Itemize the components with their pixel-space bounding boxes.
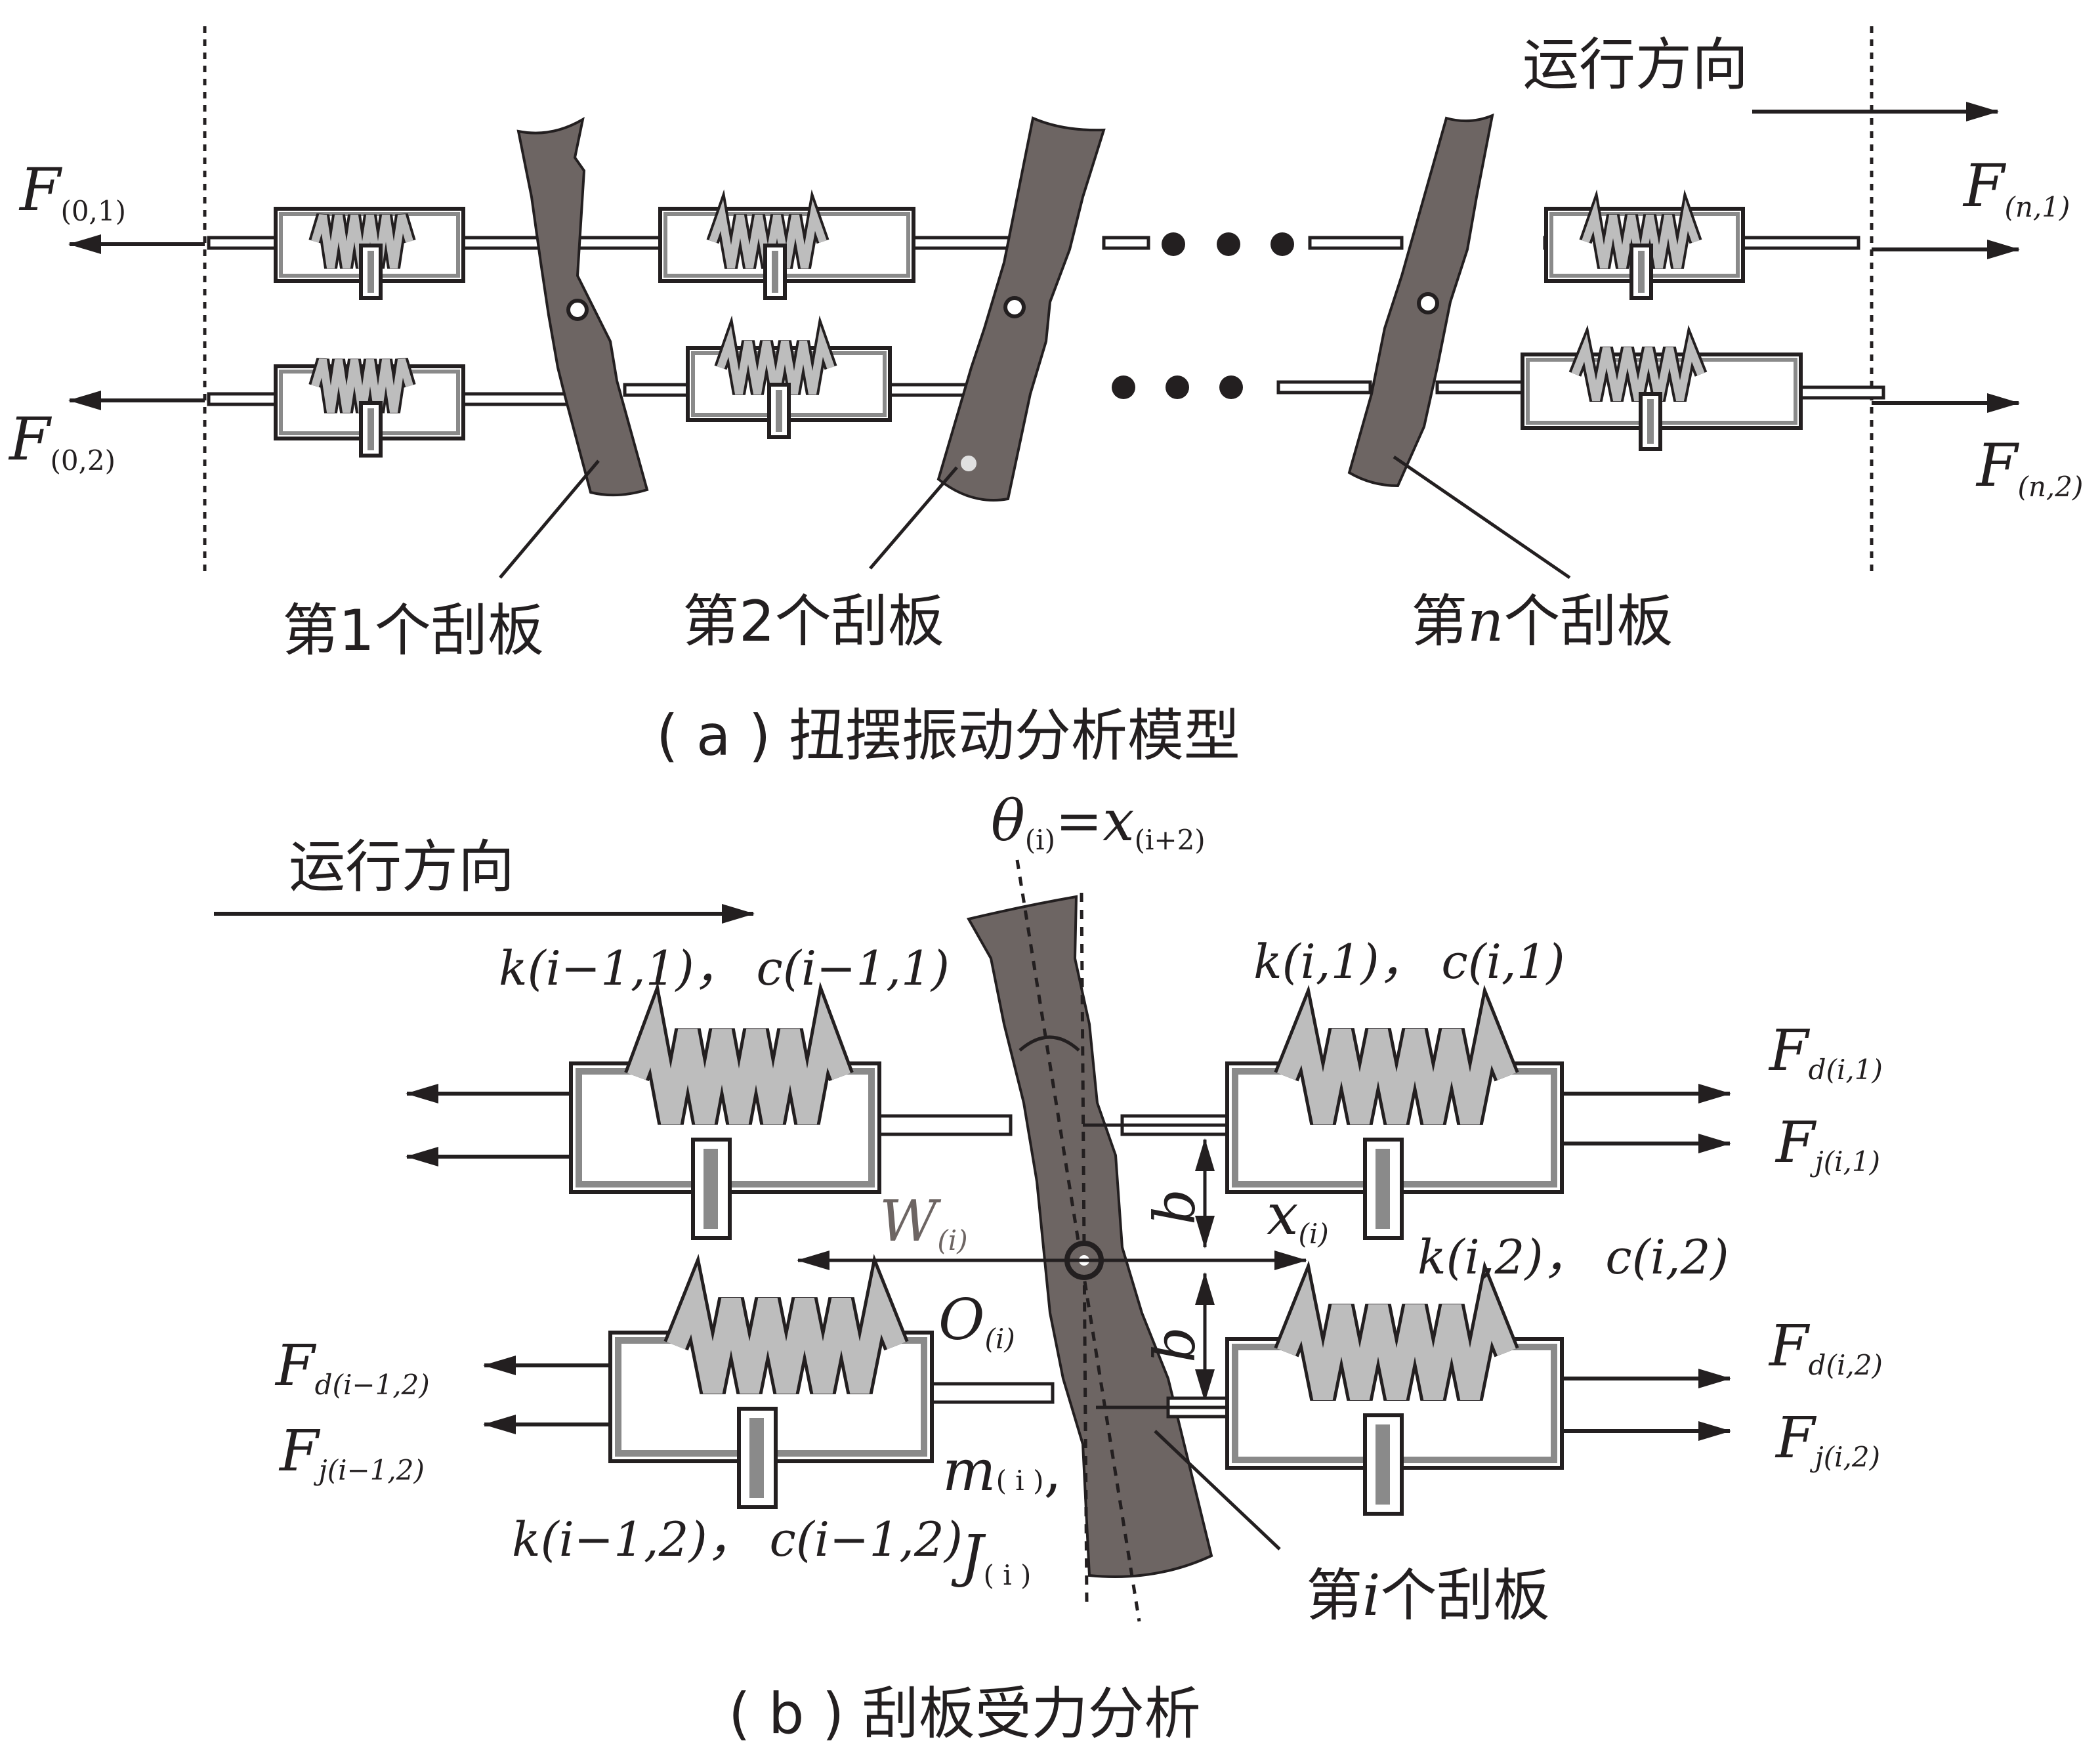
force-label-right-bottom: F(n,2) [1975, 431, 2083, 503]
fj-label-left-bottom: Fj(i−1,2) [278, 1419, 425, 1486]
scraper-n [1347, 113, 1494, 488]
fj-label-right-bottom: Fj(i,2) [1774, 1405, 1880, 1473]
theta-label: θ(i)=x(i+2) [991, 788, 1206, 856]
scraper-2 [936, 116, 1106, 502]
ellipsis-dots-bottom [1112, 375, 1243, 399]
b-label-top: b [1143, 1189, 1208, 1225]
direction-label-b: 运行方向 [289, 834, 514, 900]
fd-label-right-top: Fd(i,1) [1768, 1018, 1883, 1086]
caption-a: ( a ) 扭摆振动分析模型 [656, 703, 1240, 769]
direction-label-a: 运行方向 [1522, 32, 1748, 98]
panel-a: 运行方向 F(0,1) F(0,2) F(n,1) F(n,2) 第1个刮板 第… [8, 26, 2083, 769]
spring-damper-an2 [1521, 325, 1803, 451]
k-label-right-top: k(i,1)， c(i,1) [1253, 934, 1565, 989]
scraper-i-label: 第i个刮板 [1306, 1563, 1550, 1629]
scraper-1 [516, 117, 649, 497]
force-label-left-bottom: F(0,2) [8, 405, 116, 477]
m-label: m( i ), [942, 1438, 1062, 1504]
k-label-left-top: k(i−1,1)， c(i−1,1) [499, 941, 950, 996]
spring-damper-a3 [274, 358, 465, 458]
o-label: O(i) [938, 1287, 1015, 1355]
leader-scraper-i [1154, 1430, 1281, 1551]
fd-label-left-bottom: Fd(i−1,2) [274, 1333, 430, 1401]
force-label-right-top: F(n,1) [1962, 152, 2070, 223]
pivot-1 [566, 299, 589, 321]
j-label: J( i ) [951, 1524, 1031, 1591]
caption-b: ( b ) 刮板受力分析 [728, 1681, 1201, 1747]
spring-damper-b-rb [1225, 1260, 1564, 1516]
k-label-right-mid: k(i,2)， c(i,2) [1418, 1230, 1729, 1285]
ellipsis-dots-top [1162, 232, 1294, 256]
spring-damper-a4 [686, 315, 892, 439]
x-label: x(i) [1267, 1182, 1329, 1250]
b-label-bottom: b [1143, 1327, 1208, 1363]
fd-label-right-bottom: Fd(i,2) [1768, 1314, 1883, 1381]
scraper-n-label: 第n个刮板 [1411, 589, 1673, 654]
panel-b: 运行方向 [214, 788, 1883, 1747]
tilted-axis-line [1015, 859, 1141, 1622]
w-label: W(i) [879, 1189, 968, 1256]
spring-damper-b-lb [608, 1254, 934, 1509]
spring-damper-a2 [658, 189, 915, 300]
spring-damper-an1 [1544, 189, 1745, 300]
leader-scraper-n [1393, 455, 1571, 580]
spring-damper-b-rt [1225, 985, 1564, 1240]
spring-damper-a1 [274, 207, 465, 300]
pivot-2 [1003, 296, 1026, 318]
spring-damper-b-lt [569, 981, 881, 1240]
highlight-dot [961, 456, 976, 471]
leader-scraper-2 [869, 466, 958, 570]
pivot-n [1417, 292, 1439, 314]
scraper-2-label: 第2个刮板 [682, 589, 944, 654]
scraper-1-label: 第1个刮板 [282, 598, 544, 664]
fj-label-right-top: Fj(i,1) [1774, 1110, 1880, 1178]
theta-arc [1018, 1035, 1080, 1052]
leader-scraper-1 [499, 460, 600, 579]
force-label-left-top: F(0,1) [18, 156, 126, 227]
k-label-left-bottom: k(i−1,2)， c(i−1,2) [512, 1512, 963, 1567]
